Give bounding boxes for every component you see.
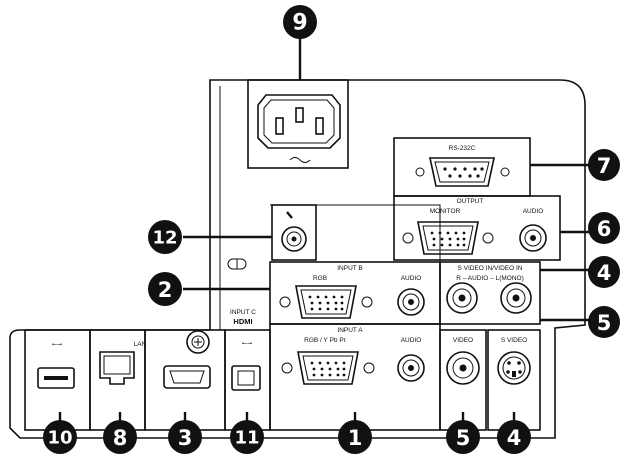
callout-6: 6 — [588, 212, 620, 244]
video-label: VIDEO — [453, 337, 473, 344]
callout-5-upper: 5 — [588, 306, 620, 338]
callout-7: 7 — [588, 149, 620, 181]
svg-text:5: 5 — [597, 311, 612, 335]
callout-4-upper: 4 — [588, 256, 620, 288]
svg-text:11: 11 — [234, 428, 259, 449]
svg-text:4: 4 — [597, 261, 612, 285]
svg-text:10: 10 — [47, 428, 72, 449]
svg-text:2: 2 — [158, 278, 173, 302]
wired-remote-icon — [286, 211, 293, 219]
wired-remote-jack — [271, 204, 317, 261]
screw-terminal — [186, 330, 210, 354]
usb-b-usb-icon: ⭠⭢ — [242, 340, 252, 347]
callout-12: 12 — [148, 220, 182, 254]
input-a-label: INPUT A — [337, 327, 363, 334]
svg-text:6: 6 — [597, 217, 612, 241]
monitor-label: MONITOR — [430, 208, 461, 215]
audio-l-jack — [500, 282, 532, 314]
audio-out-label: AUDIO — [523, 208, 544, 215]
av-audio-section: S VIDEO IN/VIDEO IN R – AUDIO – L(MONO) — [439, 261, 541, 325]
callout-4-lower: 4 — [497, 420, 531, 454]
svg-text:7: 7 — [597, 154, 612, 178]
output-section: OUTPUT MONITOR AUDIO — [393, 195, 561, 261]
svg-text:3: 3 — [178, 426, 193, 450]
callout-3: 3 — [168, 420, 202, 454]
r-audio-l-label: R – AUDIO – L(MONO) — [456, 275, 524, 282]
panel-inner-step — [219, 86, 441, 330]
hdmi-label: HDMI — [233, 317, 252, 326]
audio-r-jack — [446, 282, 478, 314]
callout-9: 9 — [283, 5, 317, 39]
svg-text:8: 8 — [113, 426, 128, 450]
svg-text:4: 4 — [507, 426, 522, 450]
lan-port: LAN — [89, 329, 147, 431]
audio-out-jack — [519, 224, 547, 252]
input-c-label: INPUT C — [230, 309, 256, 316]
audio-b-label: AUDIO — [401, 275, 422, 282]
audio-b-jack — [397, 288, 425, 316]
audio-a-label: AUDIO — [401, 337, 422, 344]
callout-2: 2 — [148, 272, 182, 306]
rgb-ypbpr-label: RGB / Y Pb Pr — [304, 337, 347, 344]
input-b-section: INPUT B RGB AUDIO — [269, 261, 441, 325]
rgb-b-label: RGB — [313, 275, 327, 282]
input-c-section: INPUT C HDMI — [144, 309, 256, 431]
lan-label: LAN — [134, 341, 147, 348]
svg-text:9: 9 — [292, 11, 307, 36]
callout-11: 11 — [230, 420, 264, 454]
svg-text:12: 12 — [152, 228, 177, 249]
usb-a-usb-icon: ⭠⭢ — [52, 341, 62, 348]
panel-outline — [9, 79, 586, 439]
s-video-label: S VIDEO — [501, 337, 527, 344]
rs232c-label: RS-232C — [449, 145, 476, 152]
usb-a-port: ⭠⭢ — [24, 329, 91, 431]
rs232c-port: RS-232C — [393, 137, 531, 197]
audio-a-jack — [397, 354, 425, 382]
callout-8: 8 — [103, 420, 137, 454]
output-label: OUTPUT — [457, 198, 484, 205]
ac-tilde-icon — [289, 157, 311, 163]
ac-inlet — [247, 79, 349, 169]
svideo-video-in-label: S VIDEO IN/VIDEO IN — [457, 265, 522, 272]
svg-text:5: 5 — [456, 426, 471, 450]
svg-text:1: 1 — [348, 426, 363, 450]
callout-10: 10 — [43, 420, 77, 454]
security-lock-icon — [227, 258, 247, 270]
callout-5-lower: 5 — [446, 420, 480, 454]
callout-1: 1 — [338, 420, 372, 454]
input-b-label: INPUT B — [337, 265, 363, 272]
